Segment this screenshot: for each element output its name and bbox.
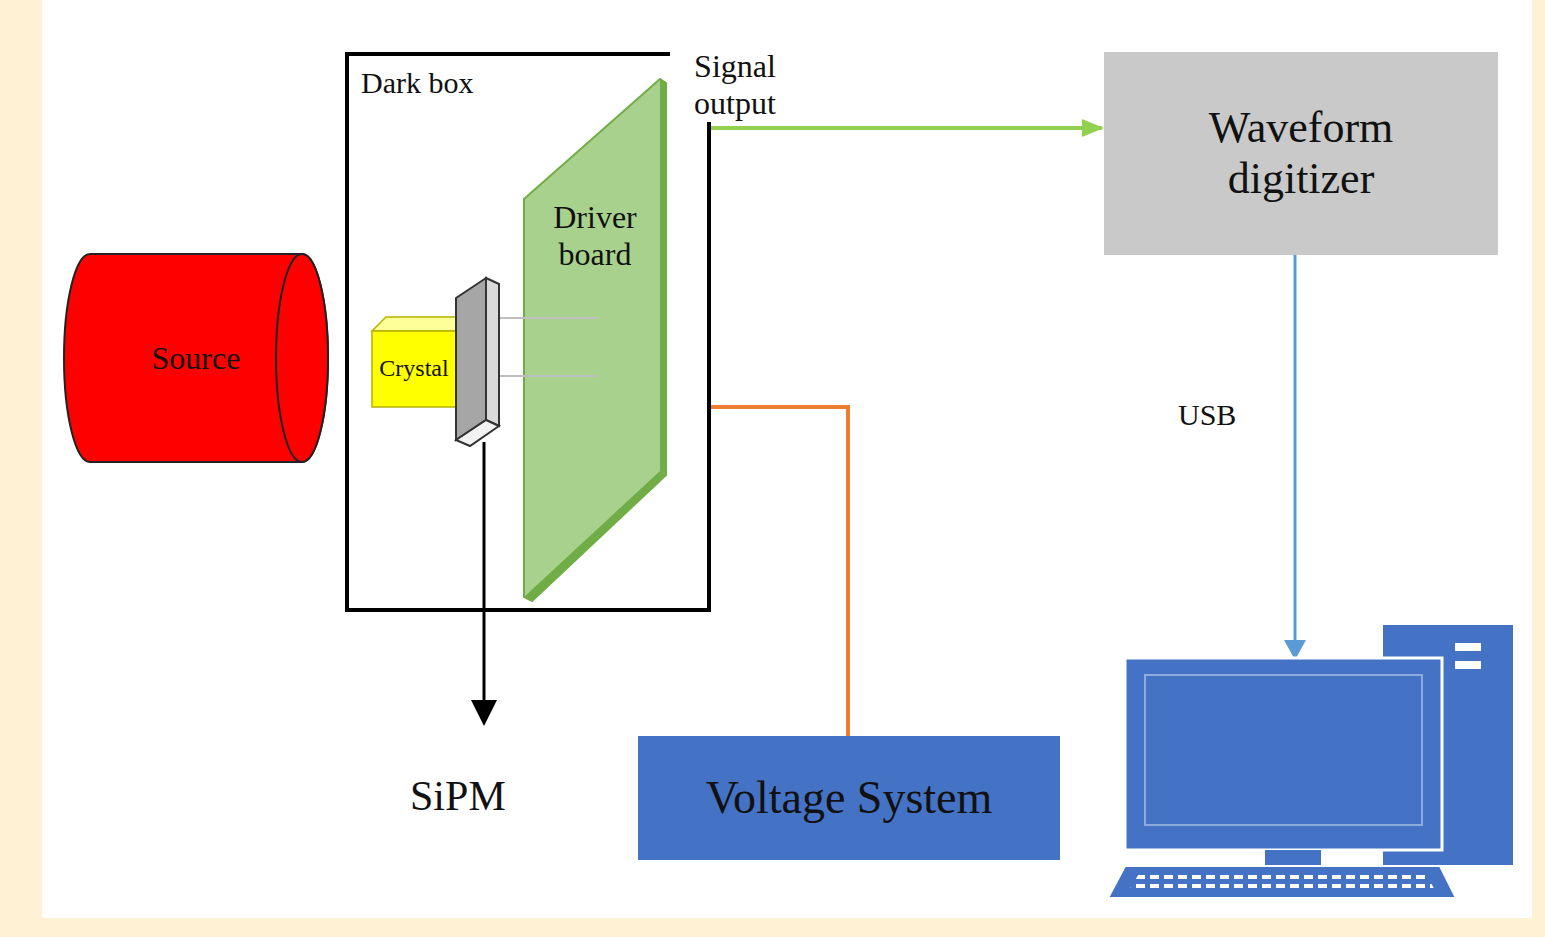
usb-arrow — [1284, 255, 1306, 660]
node-text: Voltage System — [706, 772, 993, 825]
signal-arrow — [668, 126, 1102, 130]
dark-box: Dark boxDriver boardCrystal — [345, 52, 711, 612]
node-text: Crystal — [372, 331, 456, 407]
crystal-block: Crystal — [370, 315, 472, 409]
voltage-box: Voltage System — [638, 736, 1060, 860]
part-label: SiPM — [410, 772, 506, 820]
driver-board: Driver board — [520, 75, 670, 605]
node-text: Dark box — [361, 66, 473, 101]
digitizer-box: Waveform digitizer — [1104, 52, 1498, 255]
computer-icon — [1108, 625, 1513, 898]
node-text: Driver board — [530, 199, 660, 273]
node-text: Waveform digitizer — [1134, 103, 1468, 204]
interface-label: USB — [1178, 398, 1236, 433]
source-cylinder: Source — [62, 252, 330, 464]
driver-board-outline — [520, 75, 670, 605]
node-text: Source — [152, 340, 241, 377]
edge-label: Signal output — [670, 48, 800, 122]
